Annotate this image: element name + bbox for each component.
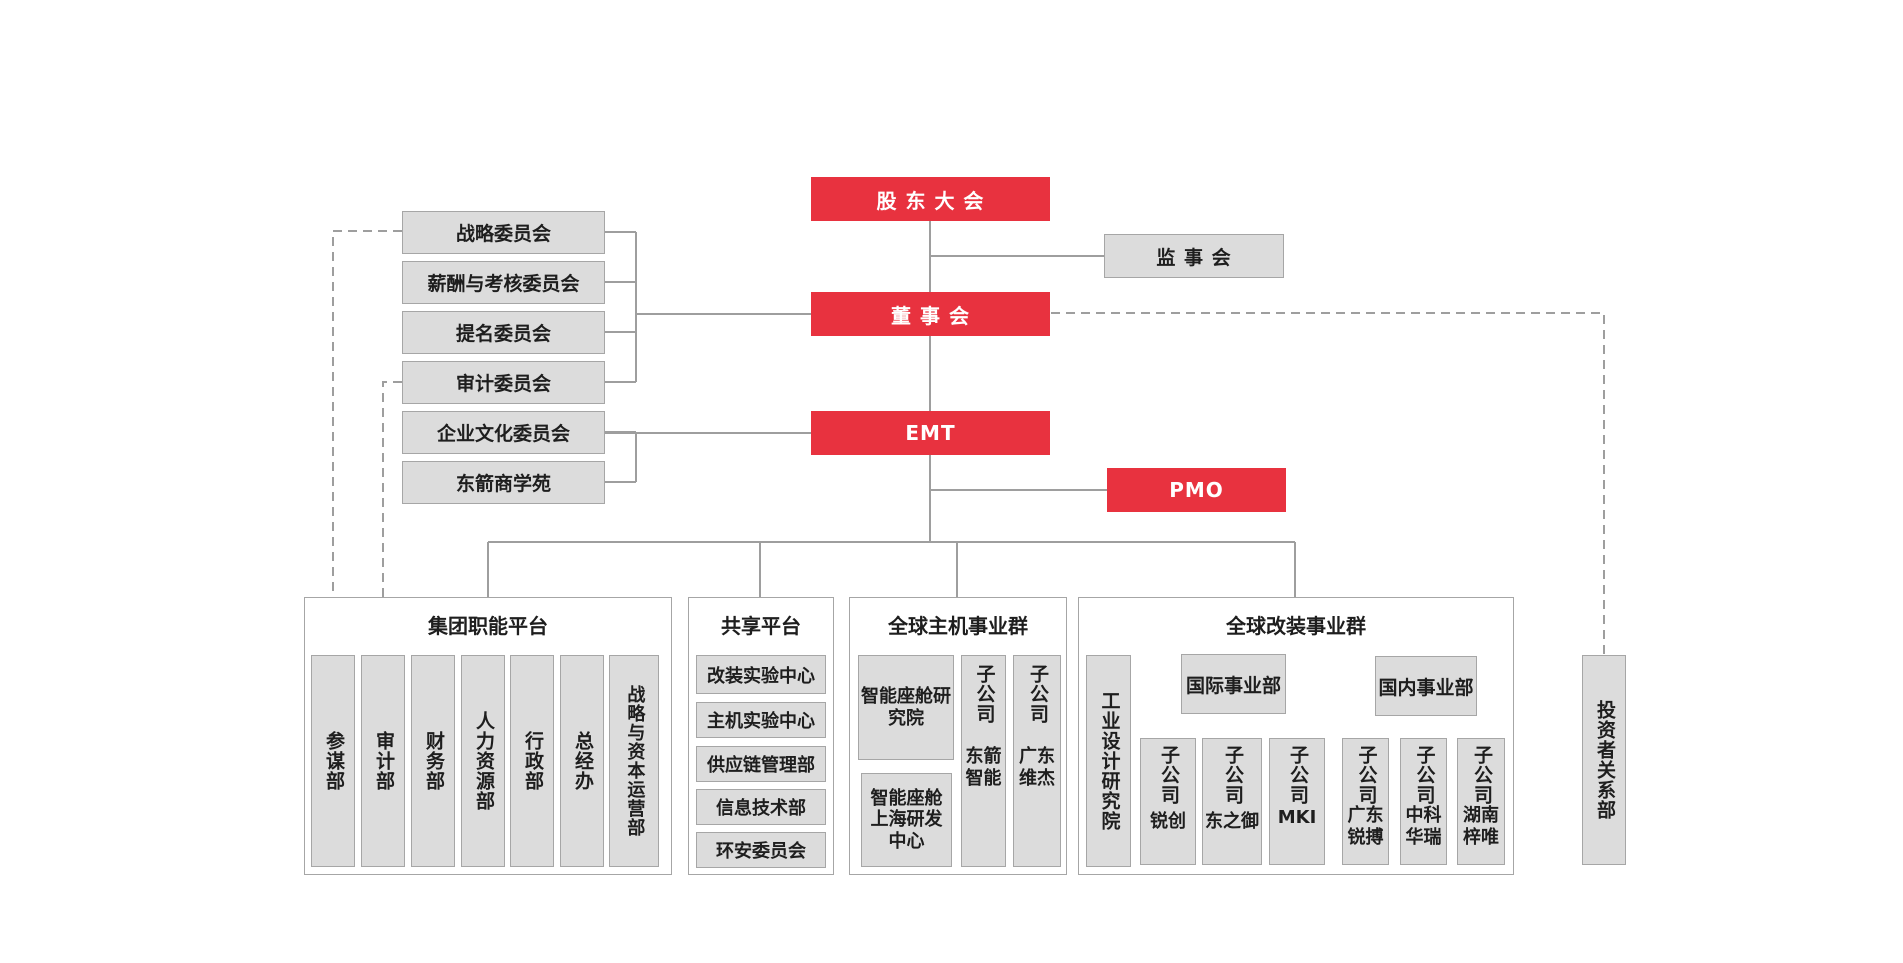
oem-subsidiary-guangdong-weijie[interactable]: 子公司 广东维杰 <box>1013 655 1061 867</box>
intl-subsidiary-ruichuang[interactable]: 子公司 锐创 <box>1140 738 1196 865</box>
subsidiary-label: 子公司 <box>1413 745 1436 805</box>
domestic-subsidiary-hunan-ziwei[interactable]: 子公司 湖南梓唯 <box>1457 738 1505 865</box>
subsidiary-name: 广东锐搏 <box>1347 805 1384 848</box>
domestic-subsidiary-guangdong-ruibo[interactable]: 子公司 广东锐搏 <box>1342 738 1389 865</box>
industrial-design-institute[interactable]: 工业设计研究院 <box>1086 655 1131 867</box>
committee-strategy[interactable]: 战略委员会 <box>402 211 605 254</box>
subsidiary-name: 湖南梓唯 <box>1463 805 1499 848</box>
subsidiary-label: 子公司 <box>973 664 996 724</box>
subsidiary-label: 子公司 <box>1286 745 1309 805</box>
domestic-division[interactable]: 国内事业部 <box>1375 656 1477 716</box>
committee-audit[interactable]: 审计委员会 <box>402 361 605 404</box>
dept-audit[interactable]: 审计部 <box>361 655 405 867</box>
subsidiary-name: 中科华瑞 <box>1405 805 1442 848</box>
supervisory-board-box[interactable]: 监 事 会 <box>1104 234 1284 278</box>
shared-platform-title: 共享平台 <box>721 614 801 638</box>
subsidiary-name: 锐创 <box>1150 811 1186 832</box>
subsidiary-name: 东箭智能 <box>965 746 1002 789</box>
dept-hr[interactable]: 人力资源部 <box>461 655 505 867</box>
subsidiary-label: 子公司 <box>1470 745 1493 805</box>
subsidiary-label: 子公司 <box>1026 664 1049 724</box>
committee-nomination[interactable]: 提名委员会 <box>402 311 605 354</box>
pmo-box[interactable]: PMO <box>1107 468 1286 512</box>
committee-compensation[interactable]: 薪酬与考核委员会 <box>402 261 605 304</box>
intl-subsidiary-dongzhiyu[interactable]: 子公司 东之御 <box>1202 738 1262 865</box>
committee-corporate-culture[interactable]: 企业文化委员会 <box>402 411 605 454</box>
dept-gm-office[interactable]: 总经办 <box>560 655 604 867</box>
subsidiary-label: 子公司 <box>1221 745 1244 805</box>
oem-group-title: 全球主机事业群 <box>888 614 1028 638</box>
smart-cockpit-institute[interactable]: 智能座舱研究院 <box>858 655 954 760</box>
domestic-subsidiary-zhongke-huarui[interactable]: 子公司 中科华瑞 <box>1400 738 1447 865</box>
international-division[interactable]: 国际事业部 <box>1181 654 1286 714</box>
dept-staff[interactable]: 参谋部 <box>311 655 355 867</box>
shareholders-meeting-box[interactable]: 股 东 大 会 <box>811 177 1050 221</box>
dept-finance[interactable]: 财务部 <box>411 655 455 867</box>
subsidiary-name: MKI <box>1277 807 1317 828</box>
emt-box[interactable]: EMT <box>811 411 1050 455</box>
dongjian-business-academy[interactable]: 东箭商学苑 <box>402 461 605 504</box>
dept-admin[interactable]: 行政部 <box>510 655 554 867</box>
subsidiary-label: 子公司 <box>1157 745 1180 805</box>
group-platform-title: 集团职能平台 <box>428 614 548 638</box>
investor-relations-dept[interactable]: 投资者关系部 <box>1582 655 1626 865</box>
dept-strategy-capital[interactable]: 战略与资本运营部 <box>609 655 659 867</box>
shared-item-supply-chain[interactable]: 供应链管理部 <box>696 746 826 782</box>
subsidiary-name: 东之御 <box>1205 811 1259 832</box>
shared-item-oem-lab[interactable]: 主机实验中心 <box>696 702 826 738</box>
smart-cockpit-shanghai-center[interactable]: 智能座舱上海研发中心 <box>861 773 952 867</box>
subsidiary-name: 广东维杰 <box>1019 746 1055 789</box>
shared-item-retrofit-lab[interactable]: 改装实验中心 <box>696 655 826 694</box>
shared-item-it[interactable]: 信息技术部 <box>696 789 826 825</box>
shared-item-ehs-committee[interactable]: 环安委员会 <box>696 832 826 868</box>
subsidiary-label: 子公司 <box>1355 745 1378 805</box>
board-of-directors-box[interactable]: 董 事 会 <box>811 292 1050 336</box>
aftermarket-group-title: 全球改装事业群 <box>1226 614 1366 638</box>
intl-subsidiary-mki[interactable]: 子公司 MKI <box>1269 738 1325 865</box>
oem-subsidiary-dongjian-smart[interactable]: 子公司 东箭智能 <box>961 655 1006 867</box>
